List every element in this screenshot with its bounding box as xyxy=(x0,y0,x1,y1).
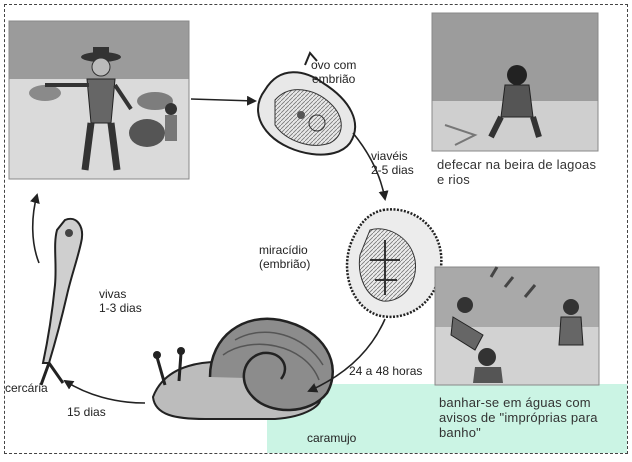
label-miracidium: miracídio (embrião) xyxy=(259,243,310,271)
snail-illustration xyxy=(153,319,333,419)
arrow-farmer-to-egg xyxy=(191,99,255,101)
label-snail: caramujo xyxy=(307,431,356,445)
label-15-days: 15 dias xyxy=(67,405,106,419)
label-egg-with-embryo: ovo com embrião xyxy=(311,58,356,86)
caption-defecate: defecar na beira de lagoas e rios xyxy=(437,157,623,187)
arrow-cercaria-to-farmer xyxy=(33,195,39,263)
label-viable-days: viavéis 2-5 dias xyxy=(371,149,414,177)
caption-bathe: banhar-se em águas com avisos de "impróp… xyxy=(439,395,625,440)
label-alive-days: vivas 1-3 dias xyxy=(99,287,142,315)
arrow-snail-to-cercaria xyxy=(65,381,145,403)
bathing-people-illustration xyxy=(435,267,599,385)
label-cercaria: cercária xyxy=(5,381,48,395)
miracidium-illustration xyxy=(347,209,441,317)
defecating-person-illustration xyxy=(432,13,598,151)
farmer-illustration xyxy=(9,21,189,179)
label-24-48-hours: 24 a 48 horas xyxy=(349,364,422,378)
cercaria-illustration xyxy=(41,219,82,385)
life-cycle-figure: ovo com embrião viavéis 2-5 dias miracíd… xyxy=(4,4,628,454)
